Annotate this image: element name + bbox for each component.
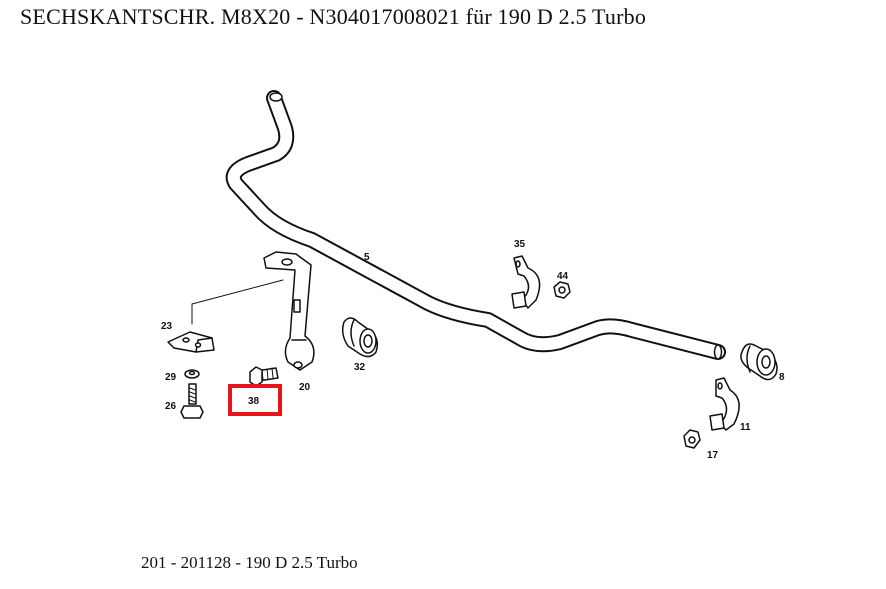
part-label-35: 35 <box>514 239 526 250</box>
part-label-26: 26 <box>165 401 177 412</box>
hex-bolt <box>180 383 204 419</box>
clamp-upper <box>511 255 541 309</box>
stabilizer-bar <box>225 90 726 360</box>
mounting-bracket <box>263 251 315 371</box>
part-label-20: 20 <box>299 382 311 393</box>
rubber-bushing-left <box>341 317 379 358</box>
bracket-plate <box>167 331 215 353</box>
part-label-29: 29 <box>165 372 177 383</box>
part-label-5: 5 <box>364 252 370 263</box>
hex-nut-lower <box>683 429 701 449</box>
rubber-bushing-right <box>740 343 778 381</box>
part-label-38: 38 <box>248 396 260 407</box>
highlight-box <box>228 384 282 416</box>
hex-screw <box>249 366 279 387</box>
clamp-lower <box>709 377 740 431</box>
footer-caption: 201 - 201128 - 190 D 2.5 Turbo <box>141 553 358 572</box>
leader-line <box>191 279 284 325</box>
part-label-23: 23 <box>161 321 173 332</box>
part-label-17: 17 <box>707 450 719 461</box>
part-label-32: 32 <box>354 362 366 373</box>
part-label-44: 44 <box>557 271 569 282</box>
part-label-8: 8 <box>779 372 785 383</box>
page-title: SECHSKANTSCHR. M8X20 - N304017008021 für… <box>20 4 647 29</box>
washer <box>184 369 200 379</box>
hex-nut-upper <box>553 281 571 299</box>
part-label-11: 11 <box>740 422 751 433</box>
